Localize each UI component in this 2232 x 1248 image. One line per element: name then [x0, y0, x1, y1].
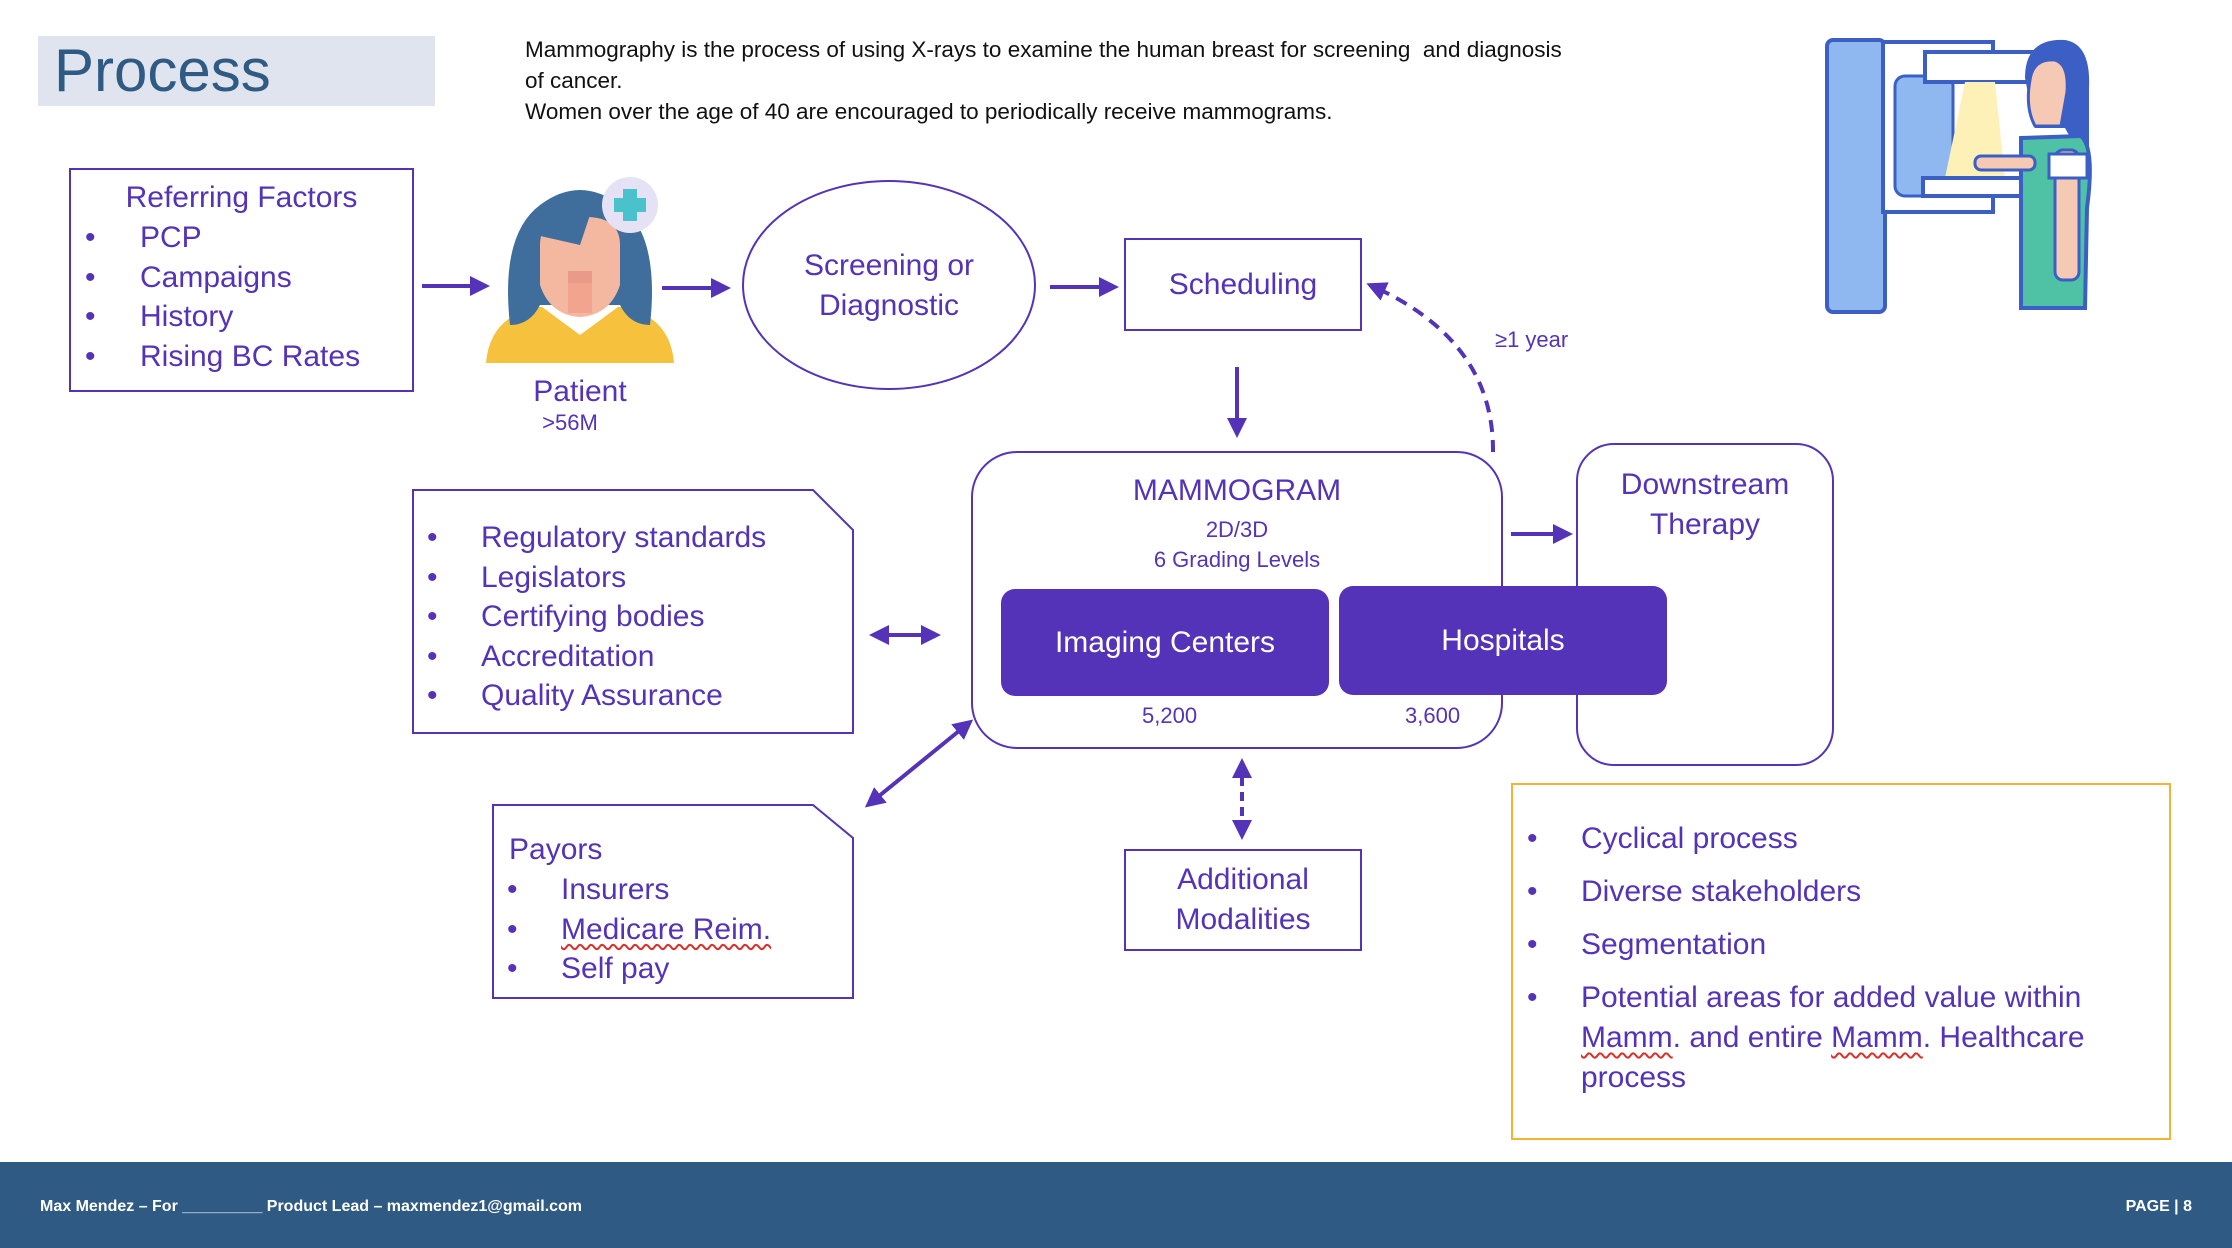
intro-line-2: of cancer. [525, 68, 623, 93]
footer-bar: Max Mendez – For _________ Product Lead … [0, 1162, 2232, 1248]
hospitals-block: Hospitals [1339, 586, 1667, 695]
cycle-label: ≥1 year [1495, 327, 1569, 352]
hospitals-label: Hospitals [1441, 623, 1565, 657]
intro-line-3: Women over the age of 40 are encouraged … [525, 99, 1333, 124]
referring-factors-box: Referring Factors PCP Campaigns History … [69, 168, 414, 392]
note-item: Segmentation [1513, 925, 2169, 965]
mammogram-sub-1: 2D/3D [1205, 517, 1269, 542]
referring-factors-title: Referring Factors [125, 181, 358, 214]
mammogram-sub-2: 6 Grading Levels [1153, 547, 1321, 572]
regulatory-item: Accreditation [413, 637, 853, 677]
referring-item: Campaigns [71, 258, 412, 298]
payors-title: Payors [509, 833, 603, 866]
screening-line-2: Diagnostic [818, 289, 960, 322]
note-text: Potential areas for added value within [1581, 981, 2082, 1014]
arrow-cycle-dashed [1366, 282, 1496, 453]
note-item: Cyclical process [1513, 819, 2169, 859]
page-title: Process [54, 37, 271, 104]
downstream-line-1: Downstream [1620, 468, 1790, 501]
footer-page-number: PAGE | 8 [2125, 1198, 2192, 1215]
note-text: . Healthcare process [1581, 1021, 2085, 1094]
referring-item: PCP [71, 218, 412, 258]
screening-line-1: Screening or [803, 249, 975, 282]
payor-item: Self pay [493, 949, 843, 989]
payor-item: Medicare Reim. [493, 910, 843, 950]
referring-item: History [71, 297, 412, 337]
regulatory-item: Quality Assurance [413, 676, 853, 716]
mammography-machine-icon [1825, 38, 2095, 318]
arrow-payors-mammogram [864, 719, 974, 808]
patient-avatar-icon [480, 175, 680, 365]
downstream-label: Downstream Therapy [1578, 465, 1832, 545]
regulatory-list: Regulatory standards Legislators Certify… [413, 518, 853, 716]
imaging-centers-count: 5,200 [1142, 703, 1198, 728]
screening-label: Screening or Diagnostic [742, 246, 1036, 326]
note-text: Mamm [1831, 1021, 1923, 1054]
mammogram-title: MAMMOGRAM [1132, 474, 1342, 507]
note-text: Mamm [1581, 1021, 1673, 1054]
imaging-centers-label: Imaging Centers [1054, 625, 1276, 659]
note-text: . and entire [1672, 1021, 1832, 1054]
hospitals-count: 3,600 [1405, 703, 1461, 728]
regulatory-item: Certifying bodies [413, 597, 853, 637]
scheduling-label: Scheduling [1168, 267, 1318, 301]
additional-line-2: Modalities [1175, 903, 1311, 936]
referring-item: Rising BC Rates [71, 337, 412, 377]
patient-count: >56M [542, 410, 598, 435]
additional-line-1: Additional [1177, 863, 1309, 896]
notes-box: Cyclical process Diverse stakeholders Se… [1511, 783, 2171, 1140]
payor-item-text: Medicare Reim. [561, 912, 772, 946]
scheduling-box: Scheduling [1124, 238, 1362, 331]
intro-line-1: Mammography is the process of using X-ra… [525, 37, 1562, 62]
downstream-line-2: Therapy [1649, 508, 1761, 541]
patient-label: Patient [533, 375, 627, 408]
downstream-therapy-box: Downstream Therapy [1576, 443, 1834, 766]
footer-left-text: Max Mendez – For _________ Product Lead … [40, 1198, 583, 1215]
regulatory-item: Legislators [413, 558, 853, 598]
intro-text: Mammography is the process of using X-ra… [525, 34, 1625, 127]
note-item: Potential areas for added value within M… [1513, 978, 2169, 1098]
regulatory-item: Regulatory standards [413, 518, 853, 558]
payors-list: Payors Insurers Medicare Reim. Self pay [493, 830, 843, 989]
payor-item: Insurers [493, 870, 843, 910]
additional-modalities-box: Additional Modalities [1124, 849, 1362, 951]
note-item: Diverse stakeholders [1513, 872, 2169, 912]
imaging-centers-block: Imaging Centers [1001, 589, 1329, 696]
page-title-box: Process [38, 36, 435, 106]
